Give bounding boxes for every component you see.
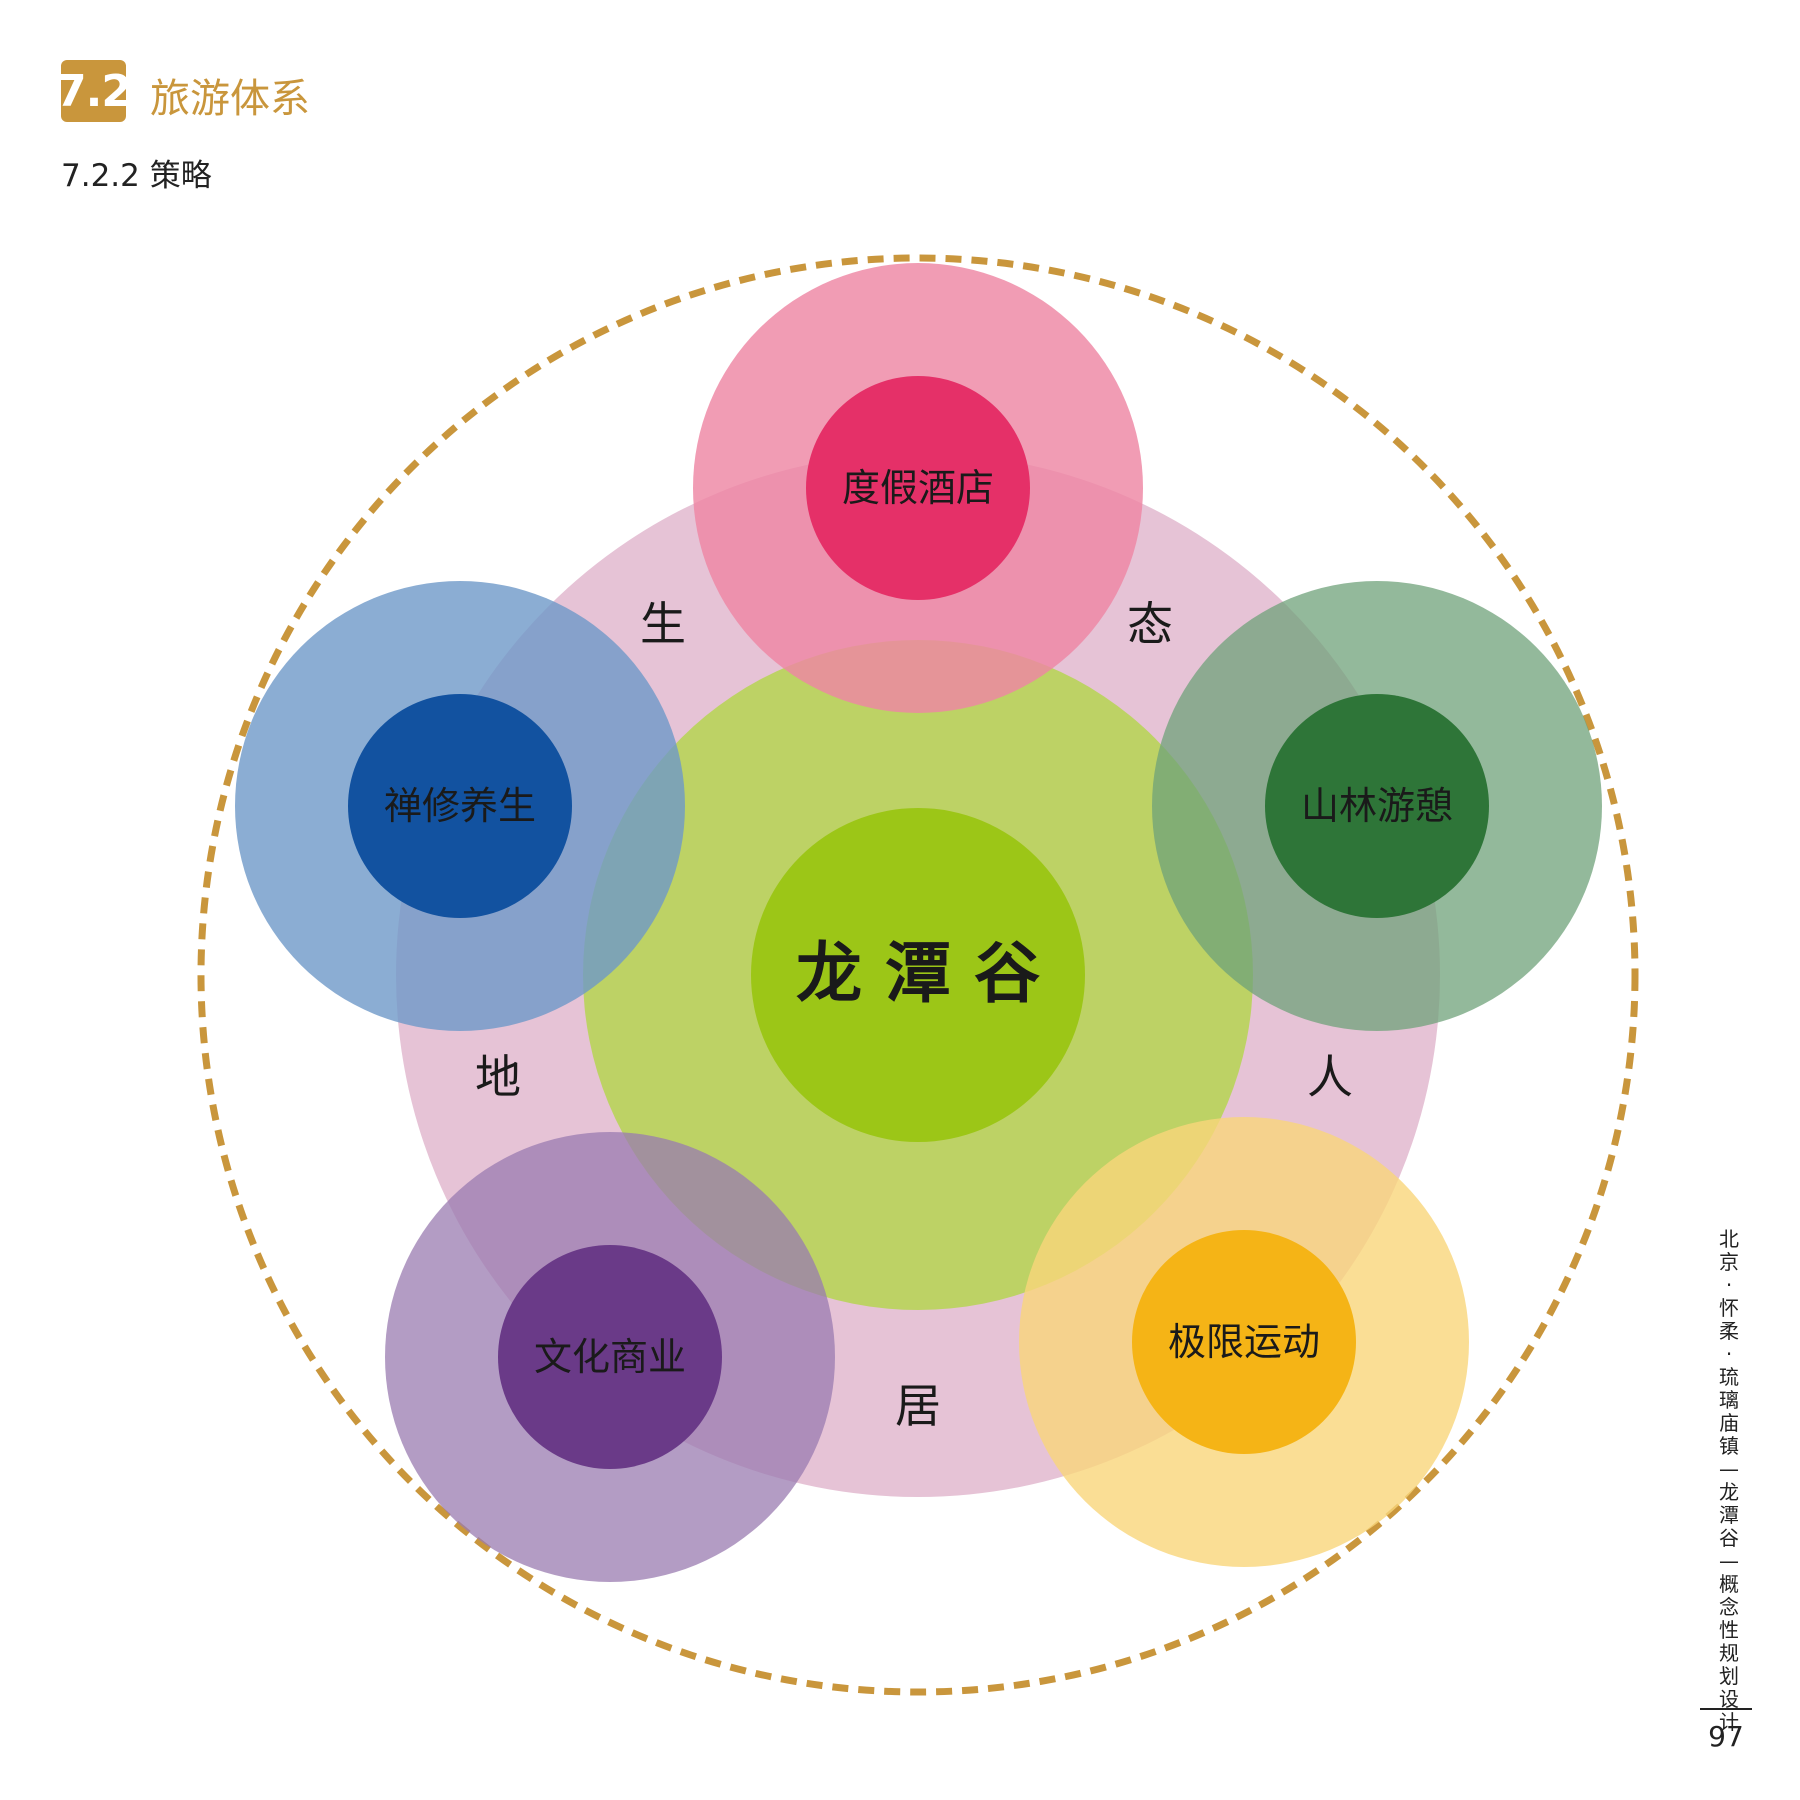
side-document-title: 北京·怀柔·琉璃庙镇—龙潭谷—概念性规划设计	[1719, 1227, 1739, 1734]
petal-culture-commerce-label: 文化商业	[534, 1335, 686, 1379]
petal-hotel: 度假酒店	[693, 263, 1143, 713]
footer-divider	[1700, 1708, 1752, 1710]
petal-forest-inner	[1265, 694, 1489, 918]
ring-word-sheng: 生	[640, 597, 686, 651]
center-label: 龙 潭 谷	[796, 935, 1040, 1012]
petal-forest: 山林游憩	[1152, 581, 1602, 1031]
petal-forest-label: 山林游憩	[1301, 784, 1453, 828]
ring-word-di: 地	[475, 1050, 521, 1104]
page-number: 97	[1708, 1720, 1744, 1753]
petal-extreme-sports-inner	[1132, 1230, 1356, 1454]
subsection-title: 7.2.2 策略	[61, 158, 212, 194]
ring-word-ju: 居	[895, 1379, 941, 1433]
ring-word-tai: 态	[1127, 597, 1173, 651]
petal-zen-wellness-inner	[348, 694, 572, 918]
section-title: 旅游体系	[150, 76, 310, 122]
dashed-boundary-circle	[197, 254, 1639, 1696]
petal-extreme-sports: 极限运动	[1019, 1117, 1469, 1567]
petal-extreme-sports-label: 极限运动	[1168, 1320, 1320, 1364]
petal-culture-commerce: 文化商业	[385, 1132, 835, 1582]
petal-hotel-inner	[806, 376, 1030, 600]
center-inner-circle	[751, 808, 1085, 1142]
petal-hotel-label: 度假酒店	[842, 466, 994, 510]
ring-word-ren: 人	[1307, 1050, 1353, 1104]
petal-culture-commerce-inner	[498, 1245, 722, 1469]
petal-zen-wellness-label: 禅修养生	[384, 784, 536, 828]
section-number-badge: 7.2	[56, 60, 132, 122]
petal-zen-wellness: 禅修养生	[235, 581, 685, 1031]
